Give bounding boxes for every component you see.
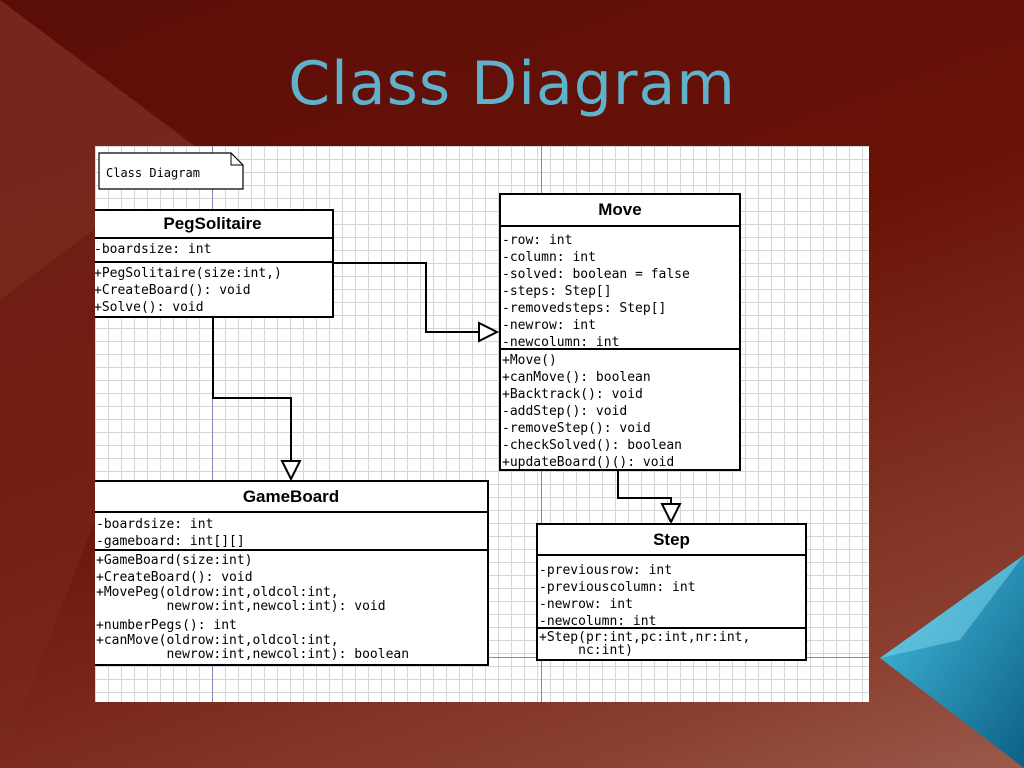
attribute: -column: int	[502, 250, 596, 265]
operations-compartment: +GameBoard(size:int) +CreateBoard(): voi…	[95, 551, 487, 662]
slide-title: Class Diagram	[288, 49, 736, 119]
attribute: -solved: boolean = false	[502, 267, 690, 282]
operation: +Step(pr:int,pc:int,nr:int,	[539, 630, 751, 645]
class-name: PegSolitaire	[95, 211, 332, 239]
class-step[interactable]: Step -previousrow: int -previouscolumn: …	[536, 523, 807, 661]
operation: +GameBoard(size:int)	[96, 553, 253, 568]
operations-compartment: +Step(pr:int,pc:int,nr:int, nc:int)	[538, 629, 805, 657]
generalization-move-to-step	[617, 470, 672, 505]
operation: +Move()	[502, 353, 557, 368]
class-diagram-canvas: Class Diagram PegSolitaire -boardsize: i…	[95, 146, 869, 702]
generalization-arrowhead	[478, 321, 500, 343]
operation: +Backtrack(): void	[502, 387, 643, 402]
generalization-arrowhead	[660, 503, 682, 525]
attribute: -newrow: int	[502, 318, 596, 333]
operation: +updateBoard()(): void	[502, 455, 675, 470]
operation: newrow:int,newcol:int): void	[96, 599, 386, 614]
page-guide-line	[212, 146, 213, 702]
attributes-compartment: -row: int -column: int -solved: boolean …	[501, 227, 739, 350]
attribute: -boardsize: int	[96, 517, 214, 532]
class-pegsolitaire[interactable]: PegSolitaire -boardsize: int +PegSolitai…	[95, 209, 334, 318]
operation: +MovePeg(oldrow:int,oldcol:int,	[96, 585, 339, 600]
generalization-pegsolitaire-to-gameboard	[212, 317, 292, 462]
operation: newrow:int,newcol:int): boolean	[96, 647, 410, 662]
class-move[interactable]: Move -row: int -column: int -solved: boo…	[499, 193, 741, 471]
attribute: -row: int	[502, 233, 573, 248]
attribute: -newcolumn: int	[502, 335, 620, 350]
class-gameboard[interactable]: GameBoard -boardsize: int -gameboard: in…	[95, 480, 489, 666]
operations-compartment: +PegSolitaire(size:int,) +CreateBoard():…	[95, 263, 332, 316]
operation: +Solve(): void	[95, 300, 204, 315]
attribute: -boardsize: int	[95, 242, 212, 257]
operation: +CreateBoard(): void	[96, 570, 253, 585]
attributes-compartment: -previousrow: int -previouscolumn: int -…	[538, 556, 805, 629]
operation: -addStep(): void	[502, 404, 628, 419]
class-name: GameBoard	[95, 482, 487, 513]
class-name: Move	[501, 195, 739, 227]
note-shape	[98, 152, 244, 190]
attribute: -previouscolumn: int	[539, 580, 696, 595]
operation: +CreateBoard(): void	[95, 283, 251, 298]
attributes-compartment: -boardsize: int	[95, 239, 332, 263]
attribute: -removedsteps: Step[]	[502, 301, 667, 316]
class-name: Step	[538, 525, 805, 556]
operation: +numberPegs(): int	[96, 618, 237, 633]
attribute: -gameboard: int[][]	[96, 534, 245, 549]
generalization-pegsolitaire-to-move	[333, 262, 481, 333]
relationship-connectors	[212, 262, 682, 525]
operation: +PegSolitaire(size:int,)	[95, 266, 282, 281]
note-text: Class Diagram	[106, 166, 200, 180]
operation: -checkSolved(): boolean	[502, 438, 683, 453]
generalization-arrowhead	[280, 460, 302, 482]
attribute: -previousrow: int	[539, 563, 673, 578]
diagram-note[interactable]: Class Diagram	[98, 152, 244, 190]
operation: nc:int)	[539, 643, 633, 657]
attributes-compartment: -boardsize: int -gameboard: int[][]	[95, 513, 487, 551]
attribute: -newcolumn: int	[539, 614, 657, 629]
attribute: -newrow: int	[539, 597, 633, 612]
attribute: -steps: Step[]	[502, 284, 612, 299]
operation: +canMove(oldrow:int,oldcol:int,	[96, 633, 339, 648]
operation: -removeStep(): void	[502, 421, 651, 436]
operation: +canMove(): boolean	[502, 370, 651, 385]
operations-compartment: +Move() +canMove(): boolean +Backtrack()…	[501, 350, 739, 471]
